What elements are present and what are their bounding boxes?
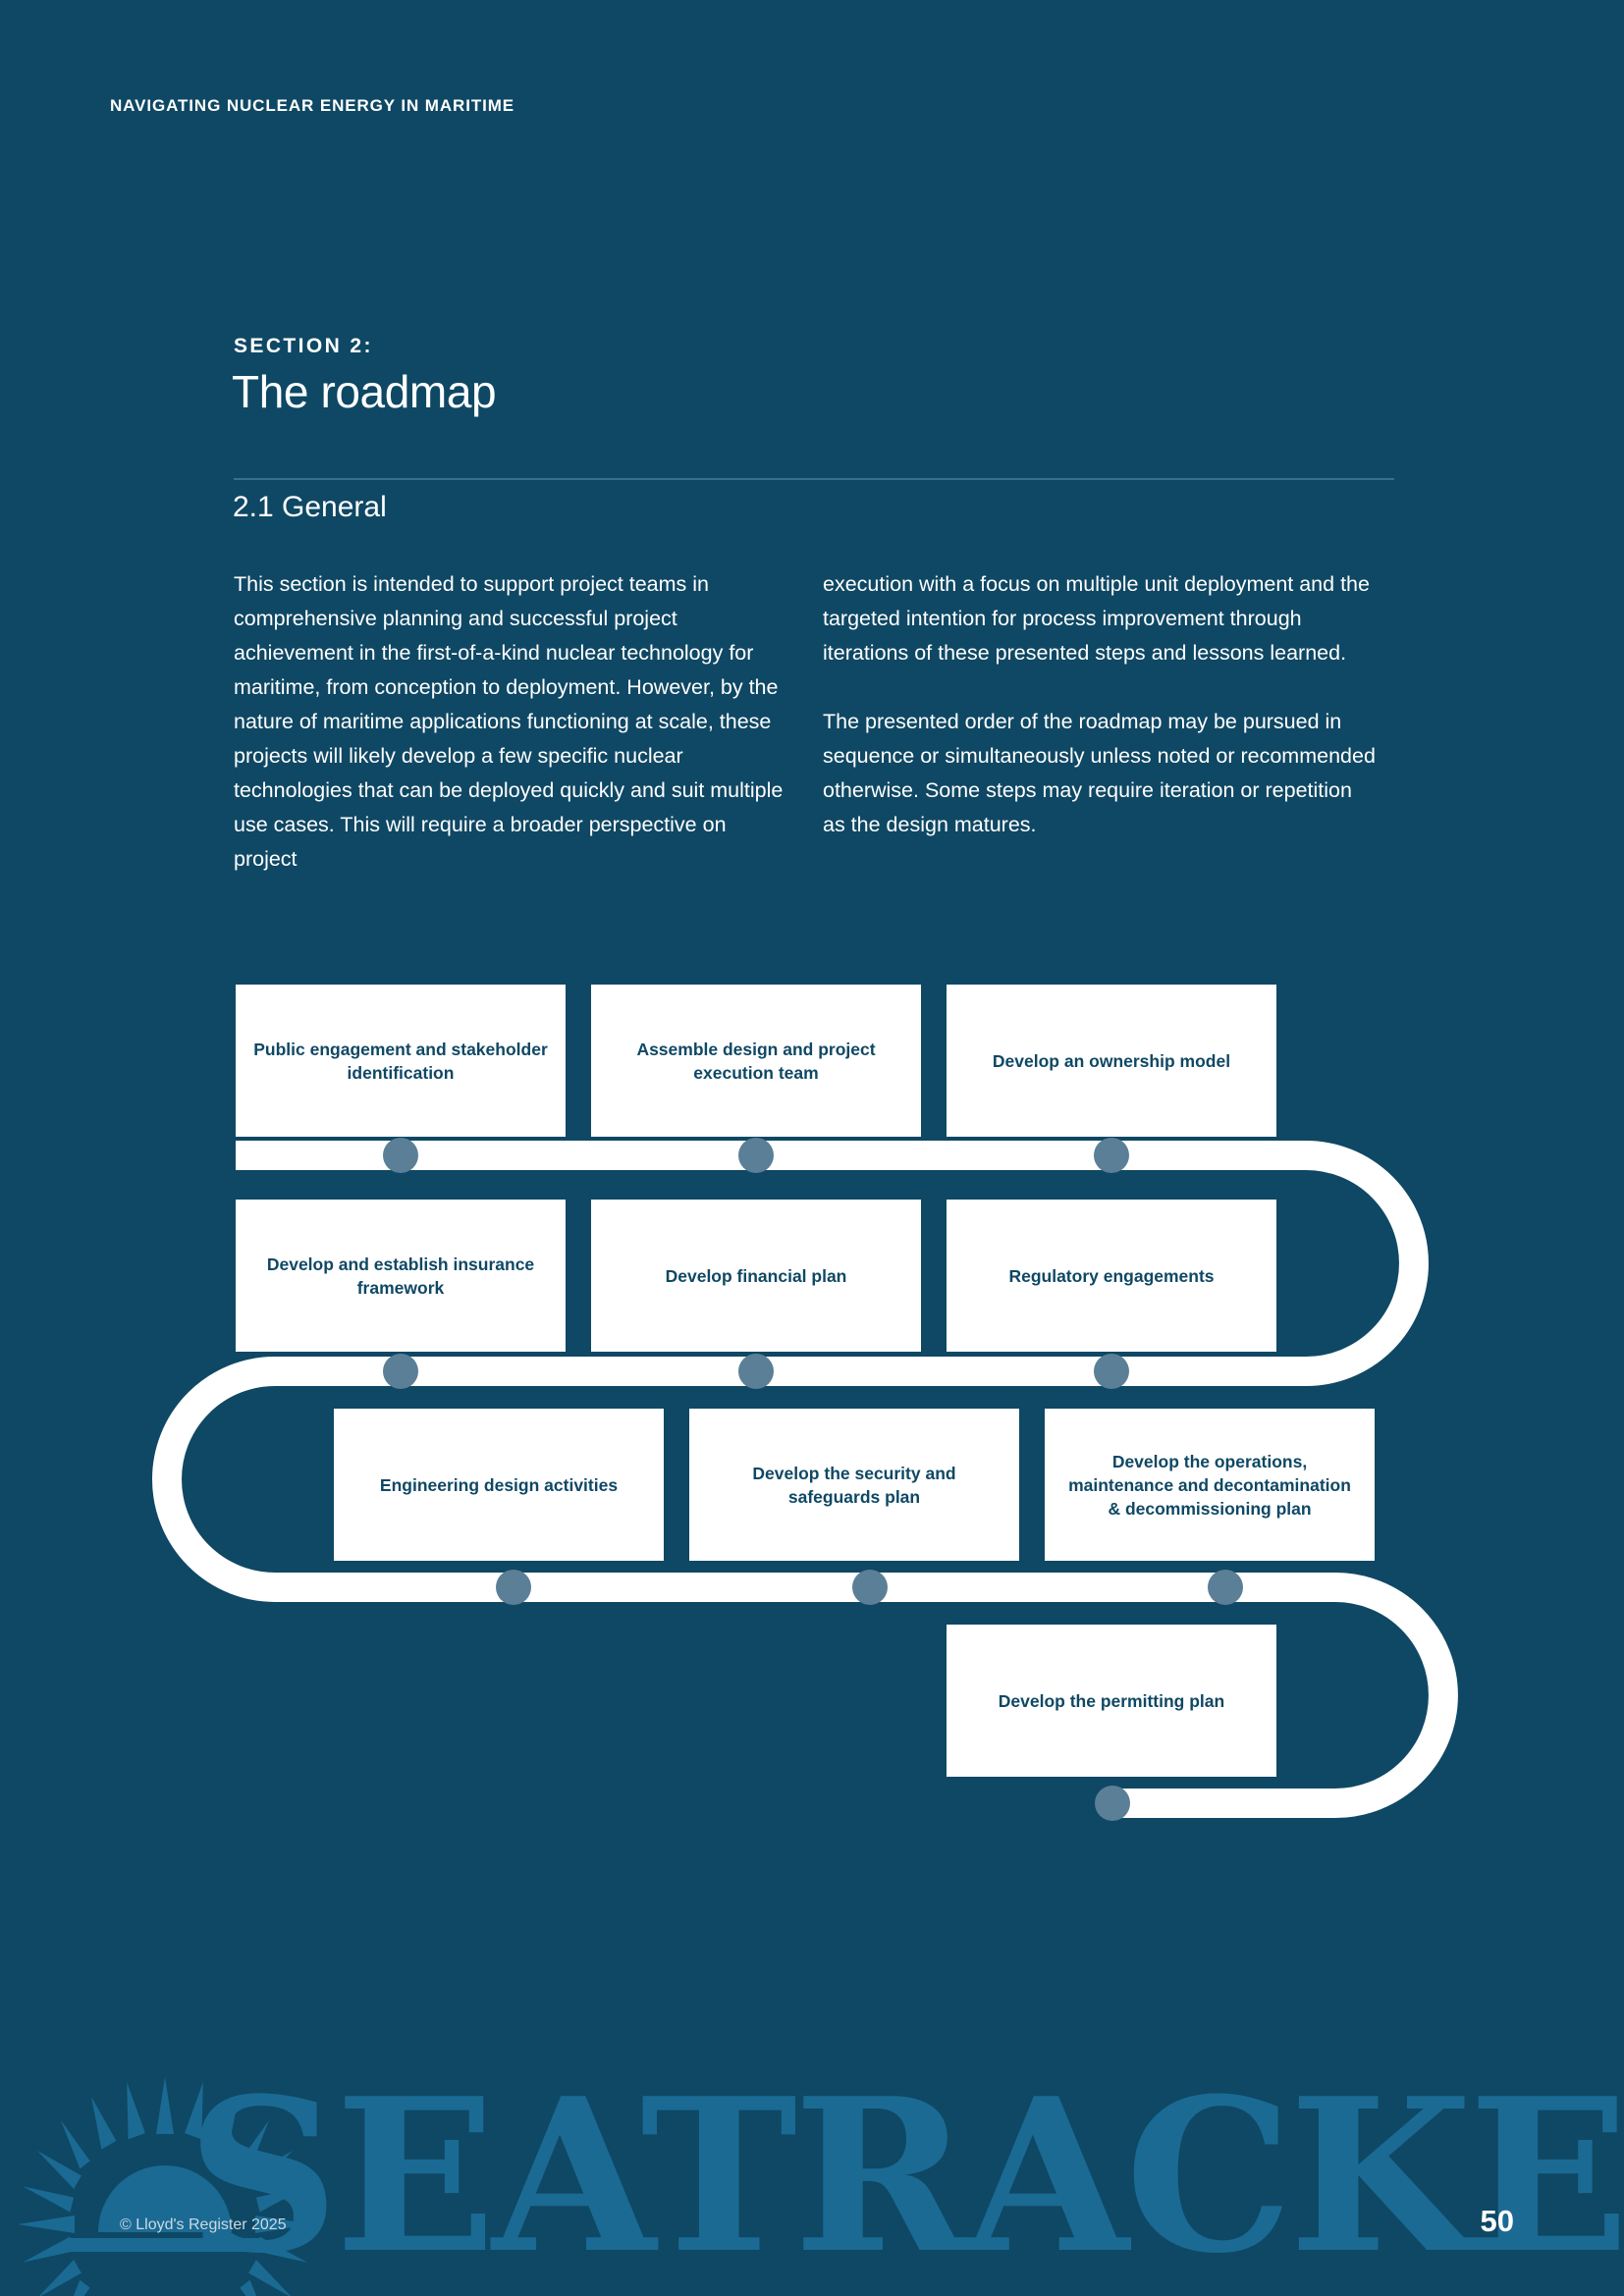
page-number: 50 — [1480, 2204, 1514, 2238]
roadmap-step-7[interactable]: Engineering design activities — [334, 1409, 664, 1561]
body-column-left: This section is intended to support proj… — [234, 567, 788, 877]
roadmap-step-1[interactable]: Public engagement and stakeholder identi… — [236, 985, 566, 1137]
roadmap-step-label: Develop the operations, maintenance and … — [1068, 1451, 1351, 1519]
body-paragraph: This section is intended to support proj… — [234, 572, 784, 871]
roadmap-node — [1094, 1354, 1129, 1389]
watermark: SEATRACKER.RU — [18, 2052, 1624, 2296]
roadmap-node — [383, 1138, 418, 1173]
roadmap-step-label: Assemble design and project execution te… — [636, 1039, 876, 1083]
roadmap-step-label: Develop and establish insurance framewor… — [266, 1254, 535, 1298]
roadmap-step-6[interactable]: Regulatory engagements — [947, 1200, 1276, 1352]
roadmap-step-9[interactable]: Develop the operations, maintenance and … — [1045, 1409, 1375, 1561]
roadmap-step-2[interactable]: Assemble design and project execution te… — [591, 985, 921, 1137]
roadmap-node — [852, 1570, 888, 1605]
heading-divider — [234, 478, 1394, 480]
section-label: SECTION 2: — [234, 335, 373, 357]
roadmap-connector-path — [152, 1138, 1458, 1821]
copyright-notice: © Lloyd's Register 2025 — [120, 2216, 287, 2233]
sunburst-logo-icon — [18, 2077, 312, 2296]
roadmap-node — [496, 1570, 531, 1605]
roadmap-node — [1208, 1570, 1243, 1605]
watermark-text: SEATRACKER.RU — [187, 2052, 1624, 2296]
roadmap-node — [1095, 1786, 1130, 1821]
running-header: NAVIGATING NUCLEAR ENERGY IN MARITIME — [110, 96, 515, 115]
roadmap-step-label: Regulatory engagements — [1008, 1265, 1215, 1286]
roadmap-step-label: Develop financial plan — [665, 1265, 847, 1286]
roadmap-step-label: Develop the security and safeguards plan — [752, 1463, 956, 1507]
roadmap-step-4[interactable]: Develop and establish insurance framewor… — [236, 1200, 566, 1352]
roadmap-node — [1094, 1138, 1129, 1173]
roadmap-step-10[interactable]: Develop the permitting plan — [947, 1625, 1276, 1777]
page-title: The roadmap — [232, 366, 497, 417]
body-paragraph: The presented order of the roadmap may b… — [823, 710, 1376, 836]
roadmap-node — [738, 1354, 774, 1389]
roadmap-node — [738, 1138, 774, 1173]
roadmap-step-5[interactable]: Develop financial plan — [591, 1200, 921, 1352]
roadmap-diagram: Public engagement and stakeholder identi… — [0, 942, 1624, 1973]
roadmap-step-label: Public engagement and stakeholder identi… — [253, 1039, 548, 1083]
roadmap-step-3[interactable]: Develop an ownership model — [947, 985, 1276, 1137]
roadmap-step-label: Engineering design activities — [379, 1474, 619, 1495]
body-column-right: execution with a focus on multiple unit … — [823, 567, 1378, 842]
roadmap-step-8[interactable]: Develop the security and safeguards plan — [689, 1409, 1019, 1561]
roadmap-step-label: Develop the permitting plan — [998, 1690, 1225, 1711]
roadmap-step-label: Develop an ownership model — [992, 1050, 1231, 1071]
roadmap-node — [383, 1354, 418, 1389]
subsection-title: 2.1 General — [233, 491, 387, 523]
body-paragraph: execution with a focus on multiple unit … — [823, 572, 1370, 665]
